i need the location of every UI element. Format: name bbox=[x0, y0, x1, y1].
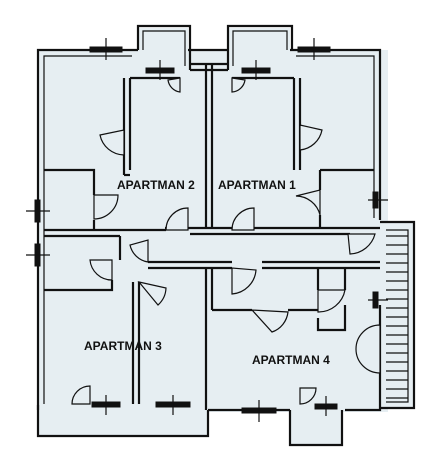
label-apartment-4: APARTMAN 4 bbox=[252, 353, 330, 367]
door-apt4-room bbox=[317, 289, 346, 313]
door-apt1-balcony bbox=[231, 77, 246, 93]
room-labels: APARTMAN 2 APARTMAN 1 APARTMAN 3 APARTMA… bbox=[84, 178, 330, 367]
door-apt3-balcony bbox=[71, 385, 91, 405]
door-apt4-inner bbox=[250, 309, 289, 333]
door-apt4-entry bbox=[231, 267, 257, 295]
windows bbox=[26, 38, 388, 422]
door-corridor-left bbox=[129, 239, 149, 263]
staircase bbox=[380, 220, 416, 410]
door-apt2-entry bbox=[165, 207, 189, 231]
door-apt4-side bbox=[355, 324, 381, 374]
label-apartment-2: APARTMAN 2 bbox=[117, 178, 195, 192]
label-apartment-3: APARTMAN 3 bbox=[84, 339, 162, 353]
door-apt1-entry bbox=[231, 207, 255, 231]
door-apt4-balcony bbox=[299, 387, 317, 405]
balconies bbox=[136, 24, 294, 72]
door-apt1-inner bbox=[299, 124, 323, 151]
door-apt2-inner bbox=[99, 129, 125, 156]
doors bbox=[71, 77, 381, 405]
door-apt2-room bbox=[93, 194, 119, 220]
door-stair bbox=[347, 233, 376, 255]
door-apt2-balcony bbox=[167, 77, 181, 93]
interior-walls bbox=[44, 64, 380, 410]
stair-steps bbox=[386, 235, 408, 399]
door-apt3-entry bbox=[137, 281, 167, 306]
label-apartment-1: APARTMAN 1 bbox=[218, 178, 296, 192]
door-apt3-room bbox=[89, 259, 113, 281]
door-apt1-room bbox=[295, 189, 321, 216]
